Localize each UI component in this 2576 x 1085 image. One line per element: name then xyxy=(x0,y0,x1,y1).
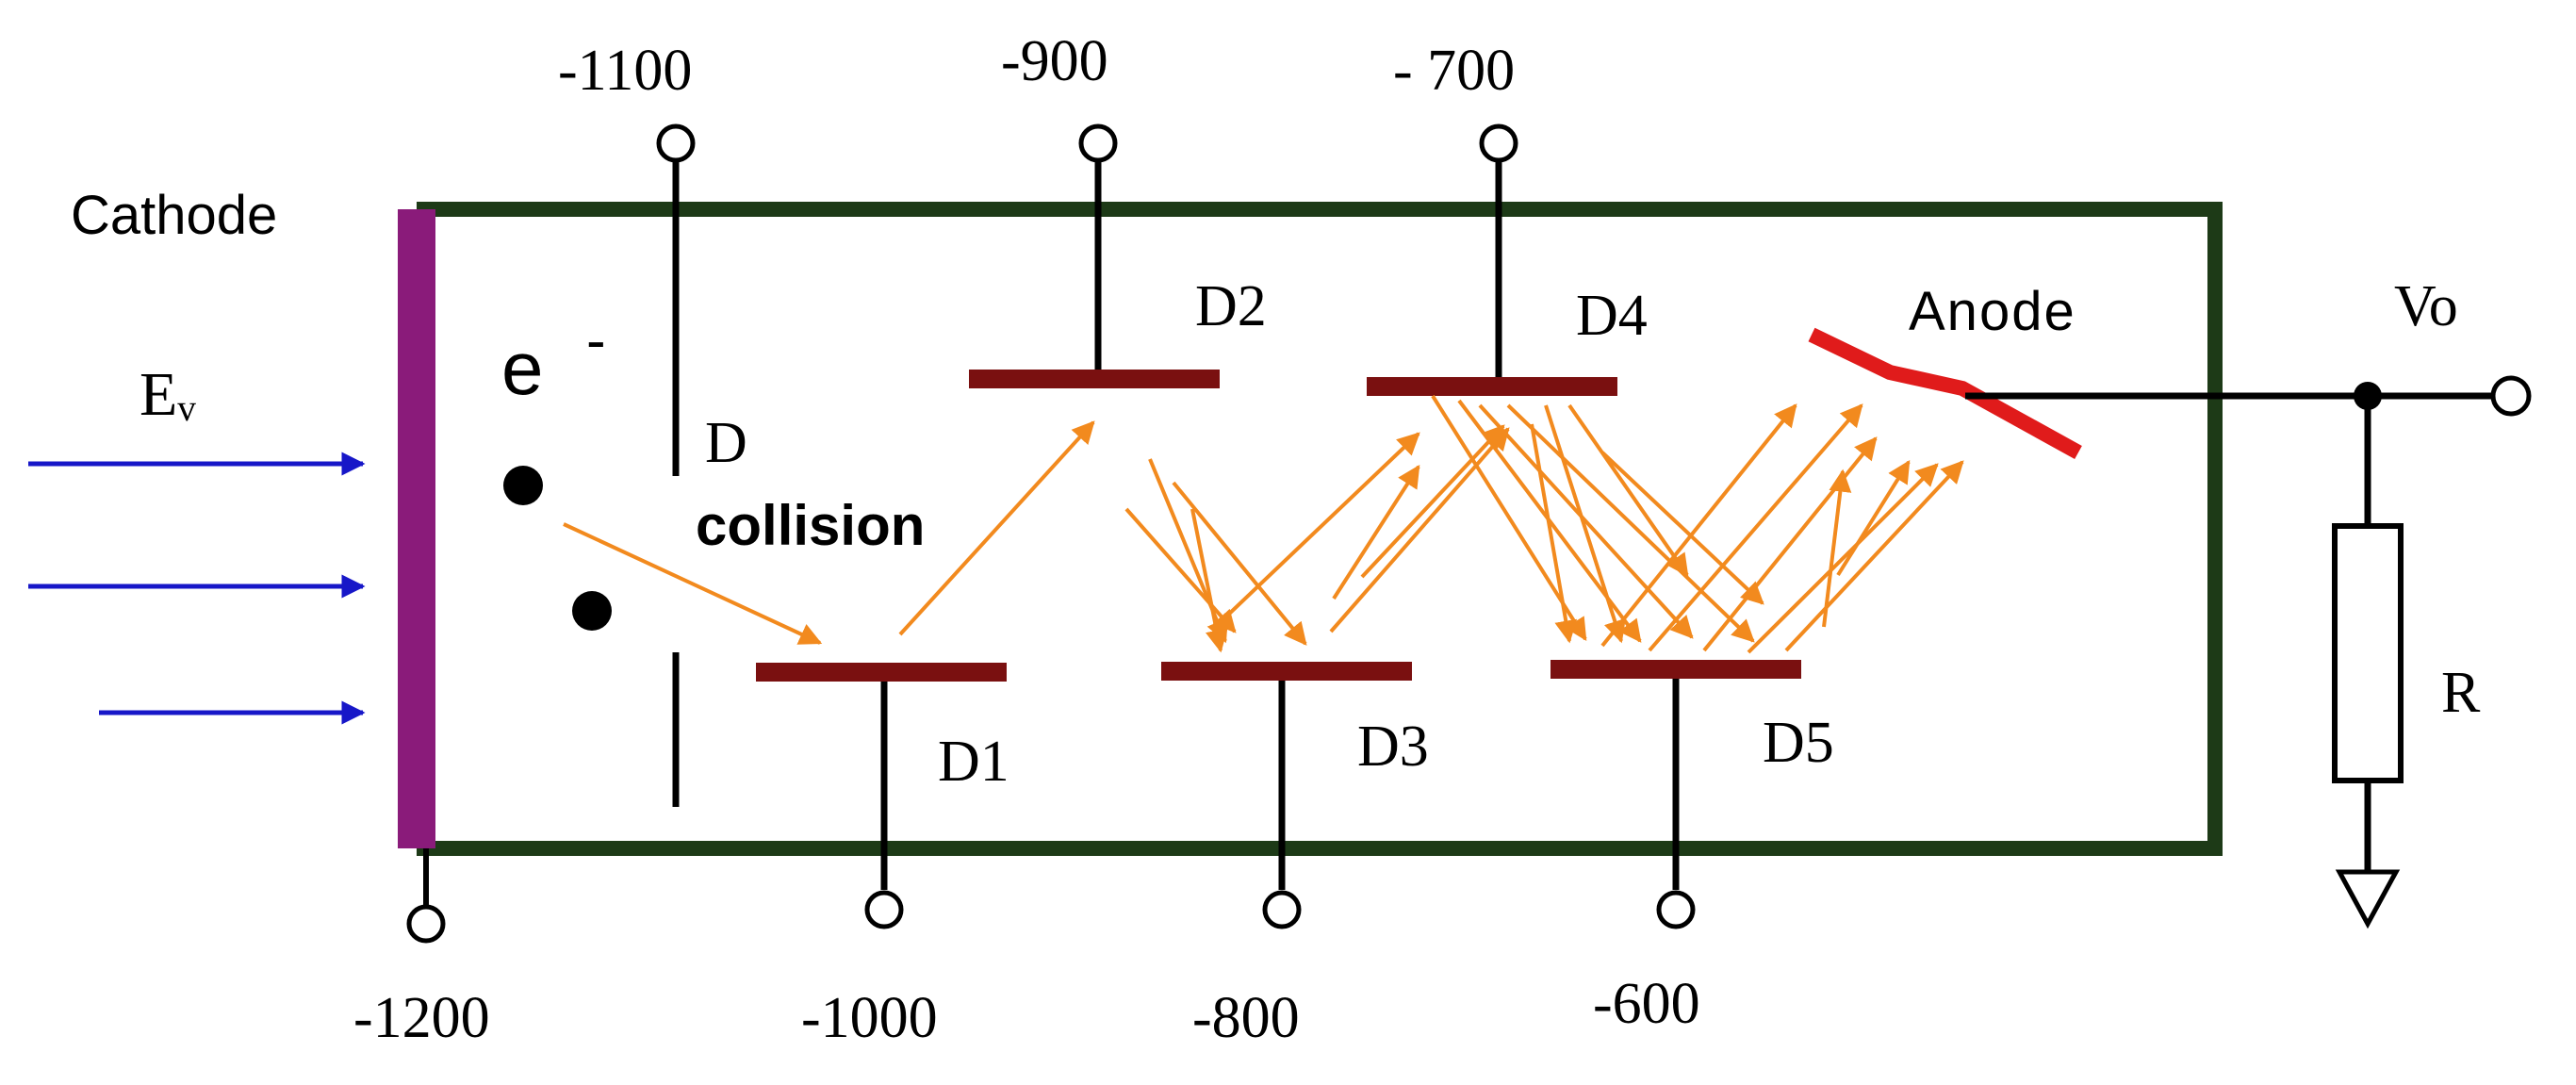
dynode-d2 xyxy=(969,370,1220,388)
electron-path-arrow xyxy=(1702,436,1878,652)
electron-label: e xyxy=(501,326,544,410)
dynode-d2-terminal xyxy=(1078,123,1118,163)
electron-path-arrow xyxy=(1544,404,1626,644)
voltage-label-d5: -600 xyxy=(1593,972,1700,1036)
electron-path-arrow xyxy=(1332,464,1420,600)
dynode-d1 xyxy=(756,663,1007,682)
voltage-label-d3: -800 xyxy=(1192,986,1300,1050)
electron-path-arrow xyxy=(1822,469,1852,628)
electron-path-arrow xyxy=(1360,424,1505,579)
electron-dot xyxy=(572,591,612,631)
electron-path-arrow xyxy=(1172,481,1307,646)
electron-path-arrow xyxy=(1223,432,1420,619)
focus-electrode xyxy=(656,123,696,807)
anode-label: Anode xyxy=(1909,281,2076,342)
electron-path-arrow xyxy=(1747,463,1939,654)
cathode-terminal xyxy=(406,904,446,944)
incoming-light-arrows xyxy=(28,452,366,725)
dynode-d2-label: D2 xyxy=(1195,274,1267,338)
electron-path-arrow xyxy=(1478,403,1694,639)
anode-plate xyxy=(1808,327,2082,460)
output-terminal xyxy=(2490,375,2532,417)
voltage-label-focus: -1100 xyxy=(558,39,692,103)
electron-path-arrow xyxy=(898,420,1095,636)
focus-electrode-label: D xyxy=(705,411,747,475)
electron-path-arrow xyxy=(1431,394,1587,642)
electron-path-arrow xyxy=(1836,459,1911,577)
electron-path-arrow xyxy=(1506,403,1755,643)
dynode-d1-label: D1 xyxy=(938,730,1009,794)
electron-path-arrow xyxy=(563,522,823,645)
collision-label: collision xyxy=(696,494,925,557)
dynode-d4-terminal xyxy=(1479,123,1518,163)
voltage-label-d4: - 700 xyxy=(1393,39,1515,103)
electron-dot xyxy=(503,466,543,505)
dynode-d5-label: D5 xyxy=(1763,711,1834,775)
dynode-d5 xyxy=(1551,660,1801,679)
output-voltage-label: Vo xyxy=(2394,274,2458,338)
resistor xyxy=(2332,523,2404,783)
resistor-label: R xyxy=(2441,661,2481,725)
electron-path-arrow xyxy=(1329,427,1510,633)
dynode-d5-terminal xyxy=(1656,890,1696,929)
electron-path-arrow xyxy=(1600,403,1797,648)
cathode-label: Cathode xyxy=(71,185,277,246)
ground-symbol xyxy=(2335,869,2401,929)
dynode-d3-label: D3 xyxy=(1357,715,1429,779)
dynode-d4 xyxy=(1367,377,1617,396)
electron-path-arrow xyxy=(1190,508,1228,653)
photon-energy-label: Eᵥ xyxy=(139,360,196,429)
dynode-d1-terminal xyxy=(864,890,904,929)
electron-charge-label: - xyxy=(586,308,606,373)
voltage-label-d2: -900 xyxy=(1001,29,1108,93)
electron-path-arrow xyxy=(1784,460,1964,652)
electron-path-arrow xyxy=(1530,423,1578,644)
cathode-plate xyxy=(398,209,435,848)
voltage-label-d1: -1000 xyxy=(801,986,938,1050)
electron-path-arrow xyxy=(1600,451,1764,605)
voltage-label-cathode: -1200 xyxy=(353,986,490,1050)
electron-paths xyxy=(563,394,1964,654)
dynode-d4-label: D4 xyxy=(1576,284,1648,348)
electron-path-arrow xyxy=(1648,403,1863,652)
dynode-d3 xyxy=(1161,662,1412,681)
electron-path-arrow xyxy=(1567,403,1689,577)
electron-path-arrow xyxy=(1124,507,1237,633)
voltage-labels: -1100 -900 - 700 -1200 -1000 -800 -600 xyxy=(353,29,1700,1050)
dynode-d3-terminal xyxy=(1262,890,1302,929)
